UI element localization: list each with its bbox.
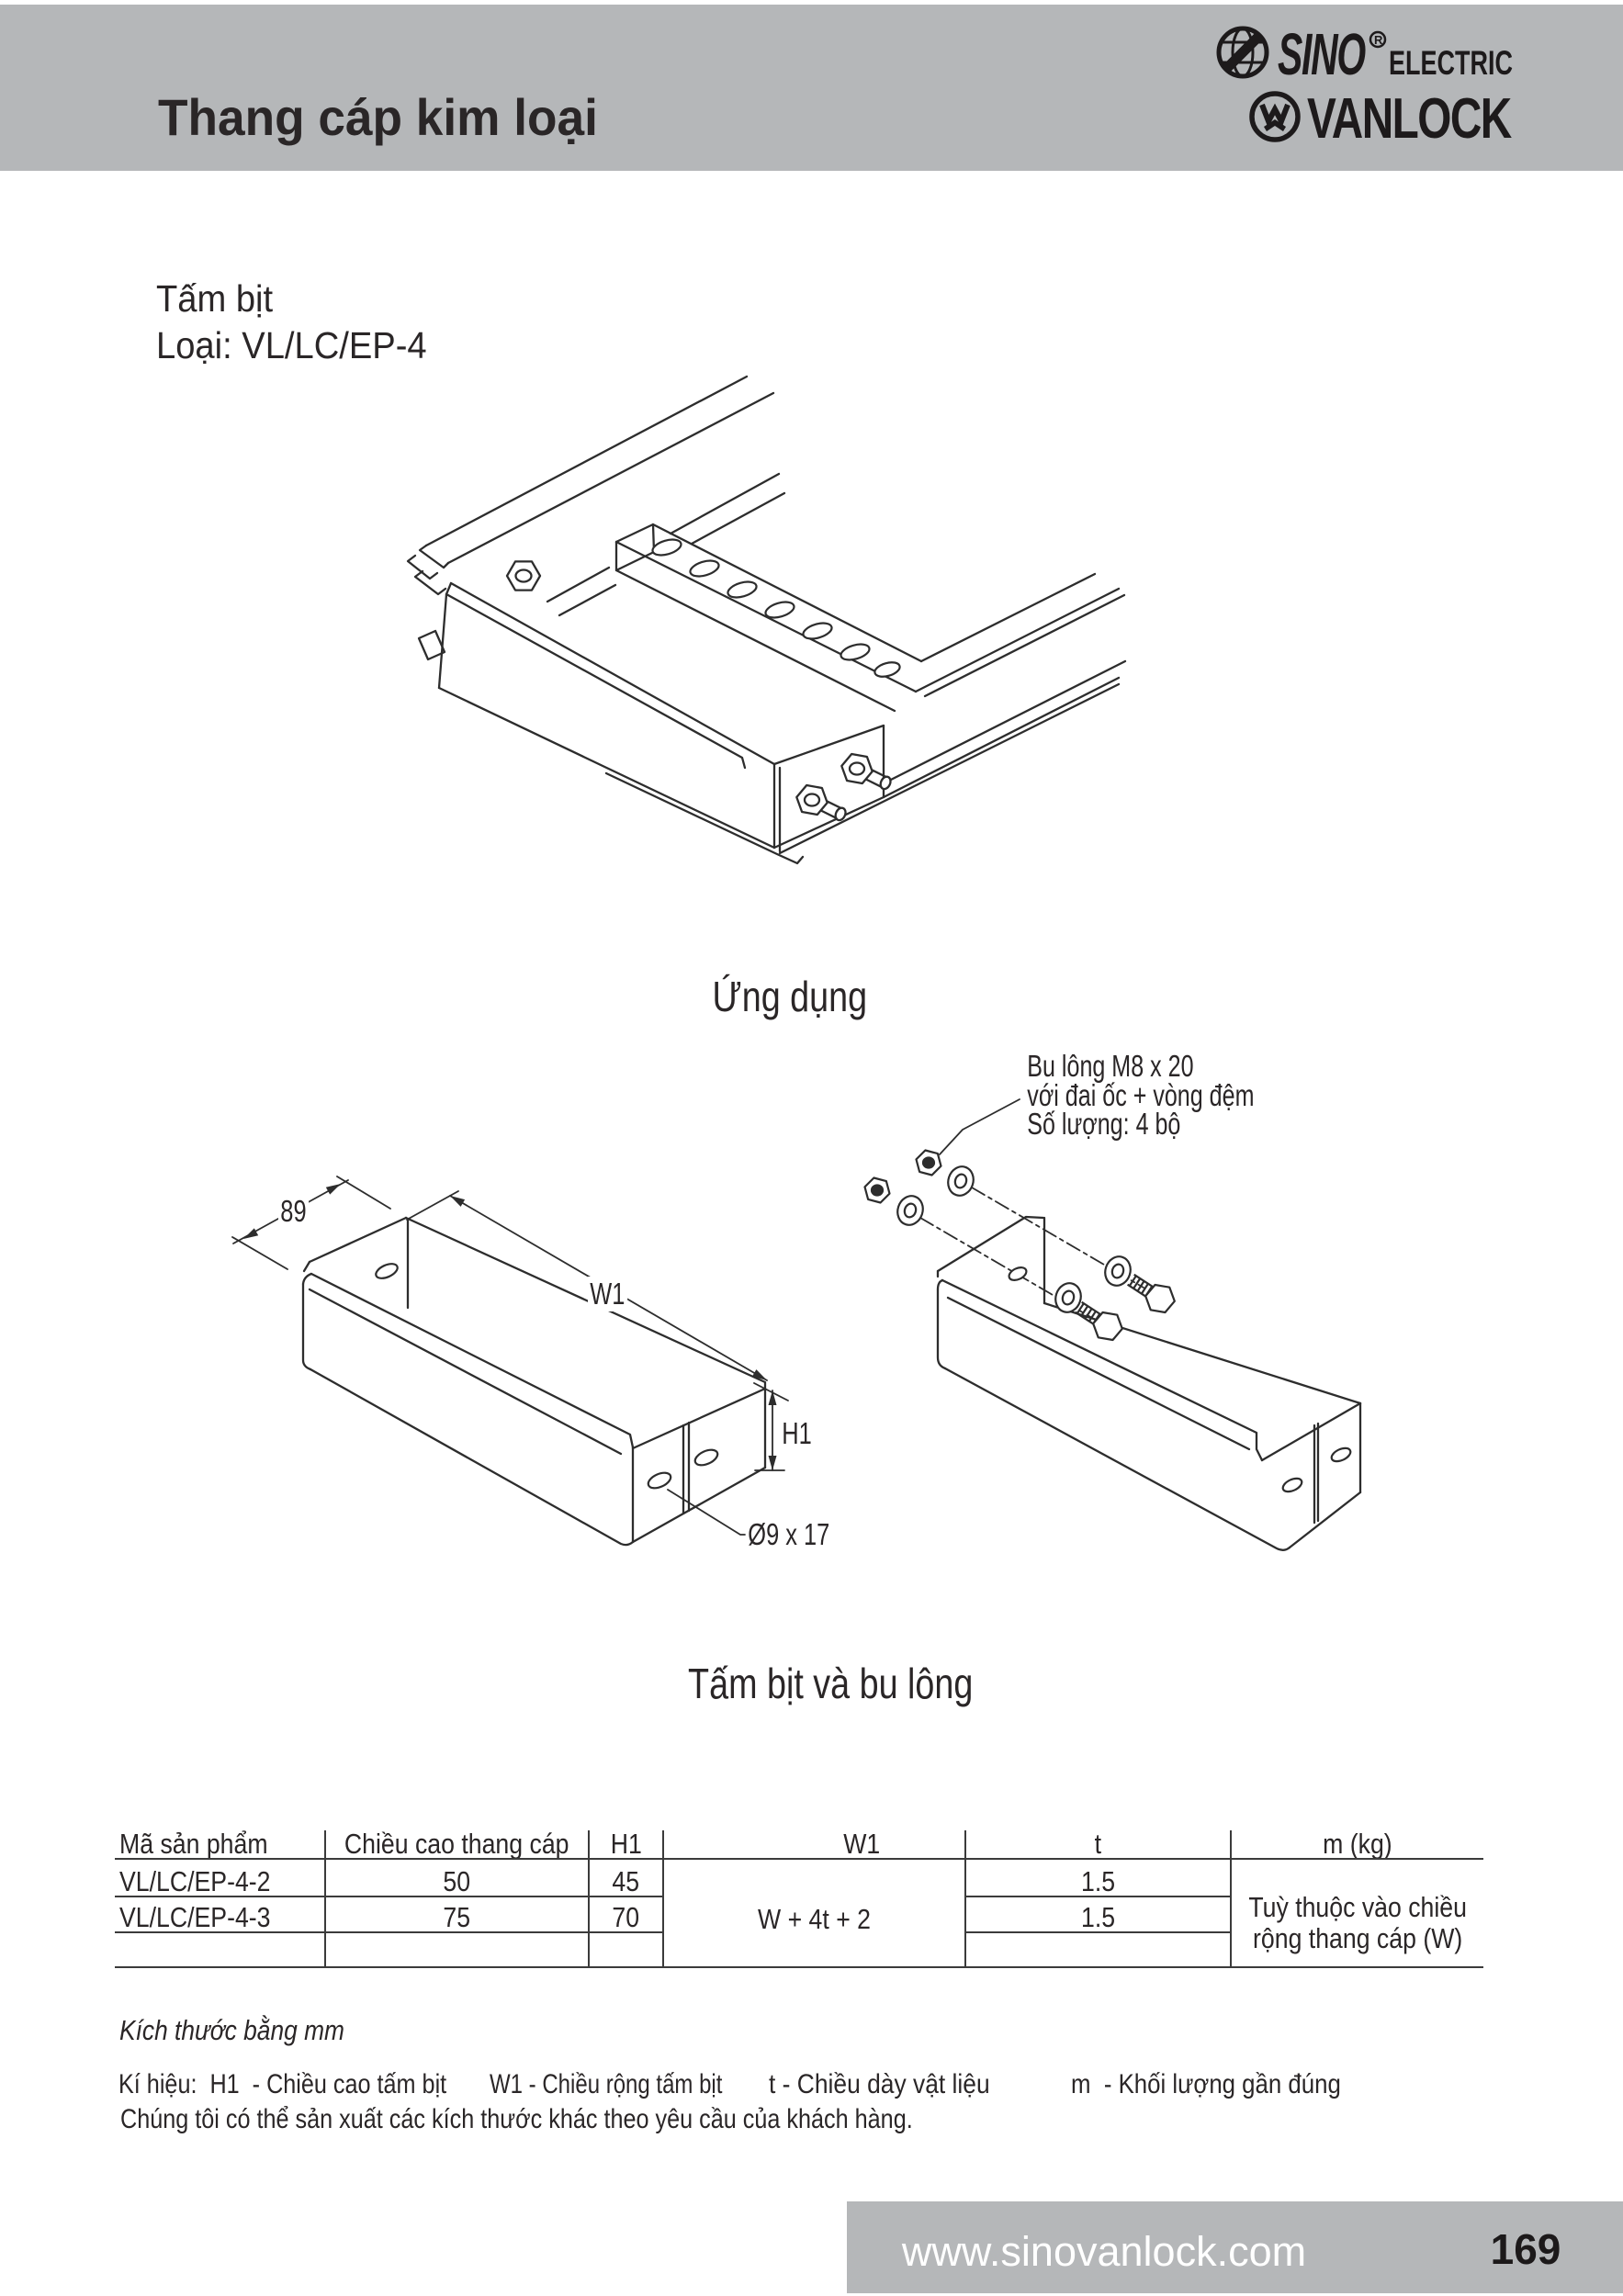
svg-text:VANLOCK: VANLOCK [1307, 86, 1512, 150]
svg-text:ELECTRIC: ELECTRIC [1389, 44, 1513, 82]
svg-text:SINO: SINO [1278, 22, 1366, 87]
svg-text:R: R [1374, 33, 1383, 47]
